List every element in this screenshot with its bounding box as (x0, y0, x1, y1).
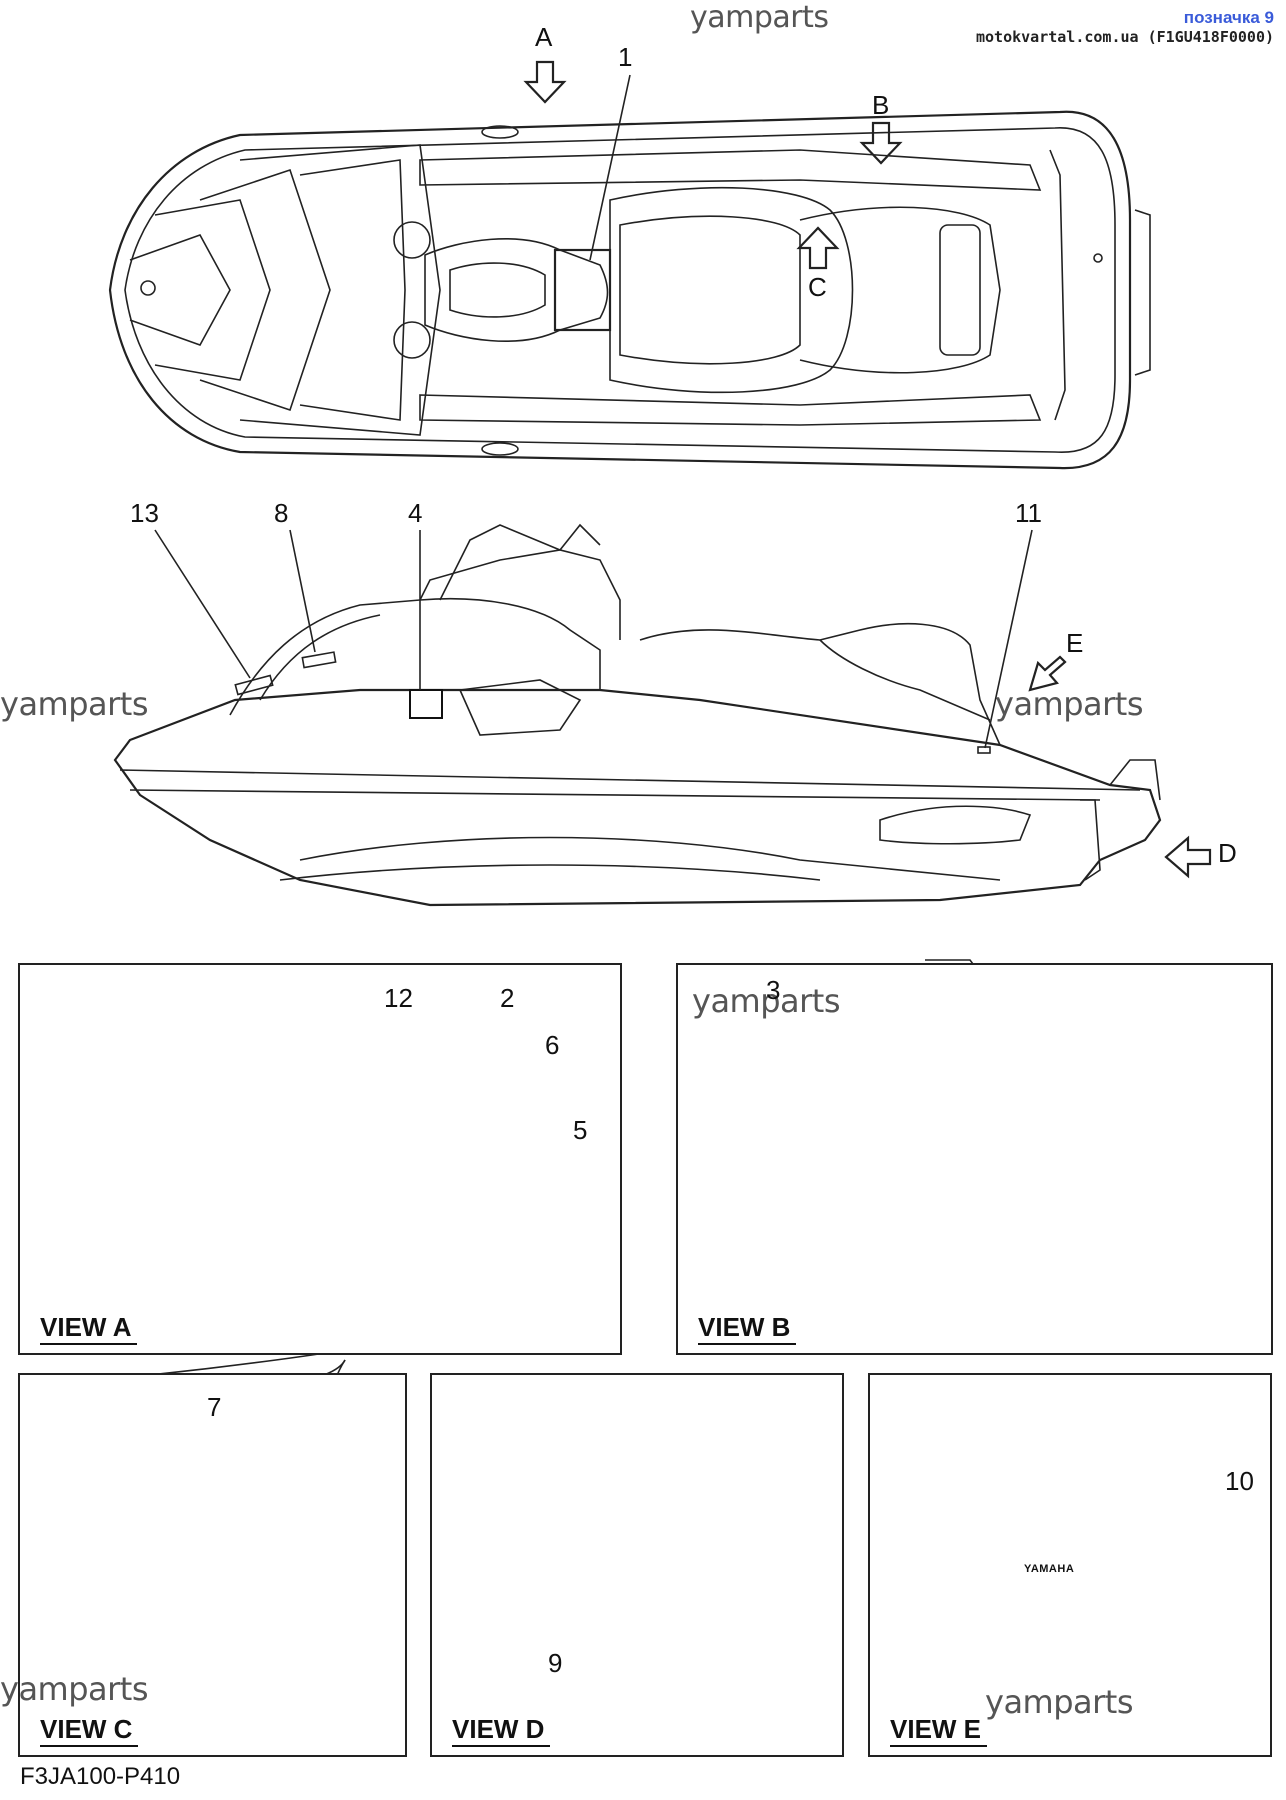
arrow-c-label: C (808, 272, 827, 302)
view-d-panel: VIEW D (430, 1373, 844, 1757)
watermark-view-c: yamparts (0, 1670, 149, 1708)
watermark-right: yamparts (995, 685, 1144, 723)
callout-6: 6 (545, 1030, 560, 1060)
callout-7: 7 (207, 1392, 222, 1422)
arrow-a-label: A (535, 22, 553, 52)
side-view-craft (113, 523, 1162, 907)
view-a-panel: VIEW A (18, 963, 622, 1355)
arrow-c (796, 226, 840, 270)
callout-3: 3 (766, 975, 781, 1005)
callout-12: 12 (384, 983, 413, 1013)
view-c-panel: VIEW C (18, 1373, 407, 1757)
callout-4: 4 (408, 498, 423, 528)
view-a-label: VIEW A (40, 1312, 138, 1345)
callout-2: 2 (500, 983, 515, 1013)
arrow-d-label: D (1218, 838, 1237, 868)
callout-5: 5 (573, 1115, 588, 1145)
watermark-left: yamparts (0, 685, 149, 723)
view-d-label: VIEW D (452, 1714, 551, 1747)
top-view-craft (108, 110, 1151, 470)
arrow-b (859, 121, 903, 165)
source-label: позначка 9 motokvartal.com.ua (F1GU418F0… (976, 8, 1274, 46)
arrow-b-label: B (872, 90, 890, 120)
callout-8: 8 (274, 498, 289, 528)
watermark-view-e: yamparts (985, 1683, 1134, 1721)
view-b-panel: VIEW B (676, 963, 1273, 1355)
arrow-d (1164, 835, 1212, 879)
watermark-view-b: yamparts (692, 982, 841, 1020)
part-number-title: позначка 9 (1183, 8, 1274, 27)
view-e-label: VIEW E (890, 1714, 988, 1747)
view-b-label: VIEW B (698, 1312, 797, 1345)
callout-11: 11 (1015, 498, 1042, 528)
arrow-a (523, 60, 567, 104)
view-c-label: VIEW C (40, 1714, 139, 1747)
callout-13: 13 (130, 498, 159, 528)
figure-code: F3JA100-P410 (20, 1763, 181, 1790)
callout-9: 9 (548, 1648, 563, 1678)
watermark-top: yamparts (690, 0, 829, 35)
callout-10: 10 (1225, 1466, 1254, 1496)
arrow-e (1028, 655, 1067, 692)
arrow-e-label: E (1066, 628, 1084, 658)
source-url: motokvartal.com.ua (F1GU418F0000) (975, 28, 1274, 46)
view-e-panel: VIEW E (868, 1373, 1272, 1757)
callout-1: 1 (618, 42, 633, 72)
yamaha-badge: YAMAHA (1024, 1563, 1075, 1575)
